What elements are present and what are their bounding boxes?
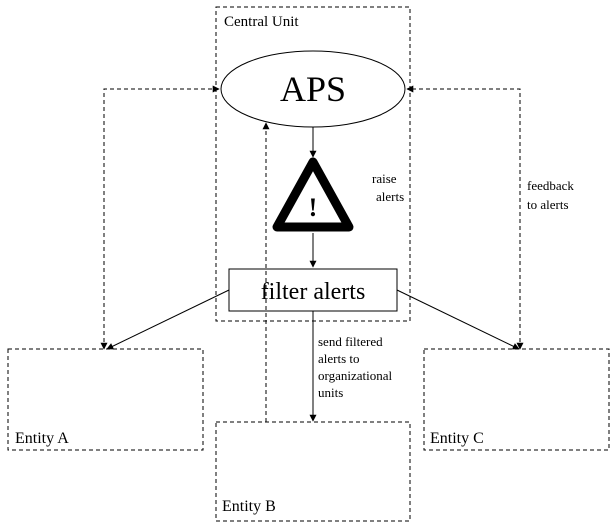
send-filtered-line: units (318, 385, 343, 400)
entity-c-label: Entity C (430, 430, 484, 447)
aps-label: APS (280, 69, 346, 109)
warning-glyph: ! (309, 193, 318, 222)
feedback-line: feedback (527, 178, 574, 193)
filter-alerts-box (228, 268, 398, 312)
send-filtered-line: send filtered (318, 334, 383, 349)
entity-b-label: Entity B (222, 498, 276, 515)
filter-alerts-label: filter alerts (261, 279, 366, 305)
entity-a-label: Entity A (15, 430, 69, 447)
feedback-label: feedback to alerts (527, 178, 577, 212)
send-filtered-label: send filtered alerts to organizational u… (318, 334, 395, 400)
raise-alerts-line: raise (372, 171, 397, 186)
entity-a-feedback-arrow (100, 85, 220, 350)
entity-c-feedback-arrow (406, 85, 524, 350)
filter-to-entity-a-arrow (106, 289, 230, 350)
send-filtered-line: alerts to (318, 351, 360, 366)
send-filtered-line: organizational (318, 368, 393, 383)
entity-a-box (7, 348, 204, 451)
central-unit-label: Central Unit (224, 14, 299, 30)
filter-to-entity-c-arrow (396, 289, 520, 350)
raise-alerts-line: alerts (376, 189, 404, 204)
warning-triangle-icon: ! (272, 157, 354, 232)
raise-alerts-label: raise alerts (372, 171, 404, 204)
feedback-line: to alerts (527, 197, 569, 212)
